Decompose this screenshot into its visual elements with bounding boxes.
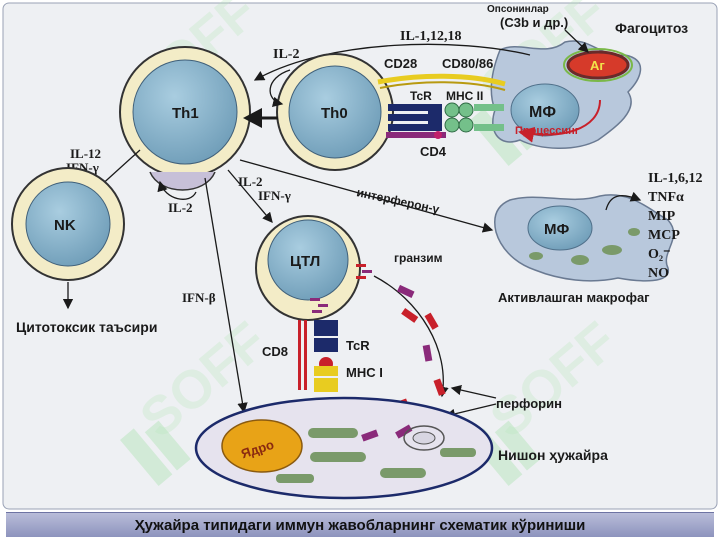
il2-loop-arrow	[269, 69, 291, 107]
ctl-label: ЦТЛ	[290, 253, 320, 270]
il-1-12-18-arrow	[253, 43, 531, 81]
target-cell-label: Нишон ҳужайра	[498, 447, 608, 463]
target-mitochondria	[276, 424, 476, 483]
cytotoxic-effect-label: Цитотоксик таъсири	[16, 319, 157, 335]
mf-top-label: МФ	[529, 104, 556, 121]
antigen-ring	[563, 48, 633, 82]
ctl-nucleus	[267, 219, 349, 301]
cytokine-item: MIP	[648, 209, 676, 224]
cd28-label: CD28	[384, 56, 417, 71]
ctl-tcr-mhc-i-complex	[298, 320, 338, 392]
th1-label: Th1	[172, 105, 199, 122]
ctl-granules	[310, 264, 372, 313]
perforin-pore-inner	[412, 431, 436, 445]
cd28-link	[377, 73, 506, 87]
th1-to-ctl-arrow	[227, 169, 273, 223]
opsonins-detail-label: (C3b и др.)	[500, 15, 568, 30]
cytokine-item: IL-1,6,12	[648, 171, 702, 186]
il2-top-label: IL-2	[273, 47, 299, 62]
cytokine-item: TNFα	[648, 190, 684, 205]
ifn-beta-label: IFN-β	[182, 290, 216, 305]
antigen-shape	[566, 50, 630, 80]
processing-label: Процессинг	[515, 125, 580, 137]
mf-activated-nucleus	[527, 205, 593, 251]
tcr-top-label: TcR	[410, 89, 432, 103]
mf-activated-vesicles	[529, 228, 640, 265]
caption-bar: Ҳужайра типидаги иммун жавобларнинг схем…	[6, 512, 714, 537]
il2-ctl-label: IL-2	[238, 174, 263, 189]
opsonin-arrow	[564, 29, 589, 53]
mhc-ii-label: MHC II	[446, 89, 483, 103]
mf-to-cytokines-arrow	[605, 191, 642, 211]
processing-arrow	[518, 99, 601, 143]
tcr-mhc-ii-complex	[386, 102, 504, 139]
opsonins-label: Опсонинлар	[487, 4, 549, 15]
th1-to-activated-mf-arrow	[239, 159, 494, 233]
nk-nucleus	[25, 181, 111, 267]
target-nucleus	[221, 419, 303, 473]
th1-nucleus	[132, 59, 238, 165]
cytokine-item: O₂⁻	[648, 247, 670, 262]
th0-nucleus	[288, 65, 382, 159]
cd28-link-inner	[379, 81, 506, 91]
cd4-label: CD4	[420, 144, 447, 159]
ifn-gamma-ctl-label: IFN-γ	[258, 188, 291, 203]
il2-self-loop-arrow	[157, 180, 197, 200]
perforin-arrow-1	[450, 384, 497, 399]
immune-response-diagram: SOFF SOFF SOFF SOFF МФ Аг Процессинг Опс…	[2, 0, 718, 510]
caption-text: Ҳужайра типидаги иммун жавобларнинг схем…	[134, 516, 586, 534]
il-1-12-18-label: IL-1,12,18	[400, 29, 461, 44]
mf-activated-label: МФ	[544, 221, 569, 238]
il2-loop-label: IL-2	[168, 200, 193, 215]
cytokine-item: MCP	[648, 228, 680, 243]
antigen-label: Аг	[590, 58, 605, 73]
mhc-i-label: MHC I	[346, 365, 383, 380]
phagocytosis-label: Фагоцитоз	[615, 20, 688, 36]
il12-label: IL-12	[70, 146, 101, 161]
mf-top-nucleus	[510, 83, 580, 137]
activated-macrophage-label: Активлашган макрофаг	[498, 290, 650, 305]
granzyme-arrow	[373, 275, 449, 398]
th0-to-th1-arrowhead	[243, 108, 262, 128]
cd80-86-label: CD80/86	[442, 56, 493, 71]
granzyme-label: гранзим	[394, 251, 443, 265]
tcr-bottom-label: TcR	[346, 338, 370, 353]
perforin-pore	[403, 425, 445, 451]
cd8-label: CD8	[262, 344, 288, 359]
th0-label: Th0	[321, 105, 348, 122]
perforin-label: перфорин	[496, 396, 562, 411]
th1-to-target-arrow	[204, 177, 248, 414]
cytokine-item: NO	[648, 266, 669, 281]
nk-label: NK	[54, 217, 76, 234]
